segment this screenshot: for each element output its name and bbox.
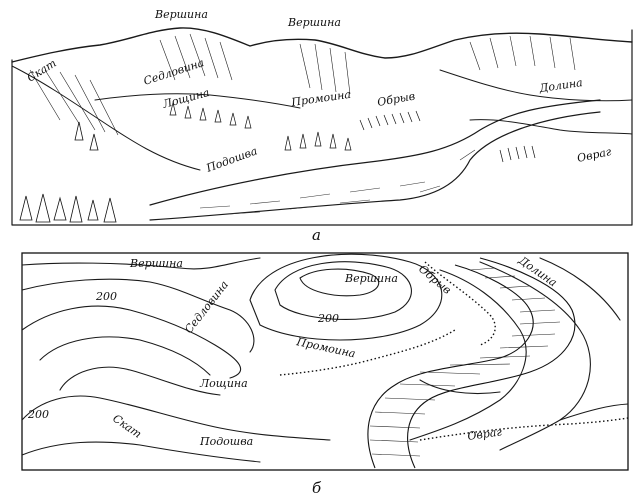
label-b-elev-1: 200 — [95, 290, 117, 303]
label-a-peak-right: Вершина — [287, 16, 341, 29]
panel-a-frame — [11, 29, 633, 226]
panel-b-contour-map: Вершина Вершина Седловина Обрыв Долина П… — [21, 252, 629, 497]
right-hill-outline — [439, 69, 633, 102]
river-ripples — [199, 149, 476, 215]
contour-lines — [21, 253, 629, 463]
label-b-peak-right: Вершина — [344, 272, 398, 285]
label-b-slope: Скат — [110, 412, 144, 441]
cliff-marks — [359, 110, 536, 163]
river-hatching — [369, 267, 561, 457]
label-b-valley: Долина — [515, 253, 559, 289]
central-hill-outline — [94, 93, 301, 109]
panel-b-caption: б — [312, 479, 322, 497]
label-a-valley: Долина — [538, 76, 584, 95]
label-a-foot: Подошва — [204, 144, 259, 175]
river-bank-upper — [149, 99, 601, 206]
ravine-dotted-line — [419, 417, 629, 441]
label-a-cliff: Обрыв — [376, 90, 416, 109]
label-b-gully: Промоина — [294, 335, 356, 360]
label-b-saddle: Седловина — [182, 278, 231, 336]
label-a-slope: Скат — [25, 57, 59, 85]
left-hill-outline — [11, 65, 201, 171]
label-b-cliff: Обрыв — [416, 262, 454, 296]
label-a-hollow: Лощина — [160, 86, 210, 111]
cliff-dotted-line — [424, 261, 496, 346]
trees-hollow — [169, 102, 352, 151]
label-a-ravine: Овраг — [576, 145, 613, 165]
right-bluff-outline — [469, 119, 633, 135]
label-b-foot: Подошва — [199, 435, 253, 448]
label-a-peak-left: Вершина — [154, 8, 208, 21]
ridge-skyline — [11, 27, 633, 63]
river-channel — [367, 264, 534, 469]
panel-b-frame — [21, 252, 629, 471]
label-b-elev-3: 200 — [27, 408, 49, 421]
label-a-saddle: Седловина — [142, 56, 206, 88]
label-b-elev-2: 200 — [317, 312, 339, 325]
slope-hatching — [29, 33, 576, 136]
label-b-hollow: Лощина — [199, 377, 248, 390]
river-bank-lower — [149, 111, 601, 221]
panel-a-landscape: Вершина Вершина Седловина Скат Лощина Пр… — [11, 8, 633, 244]
trees-left — [19, 121, 117, 223]
label-b-ravine: Овраг — [467, 425, 503, 443]
panel-a-caption: а — [312, 226, 321, 244]
label-a-gully: Промоина — [290, 88, 352, 109]
label-b-peak-left: Вершина — [129, 257, 183, 270]
